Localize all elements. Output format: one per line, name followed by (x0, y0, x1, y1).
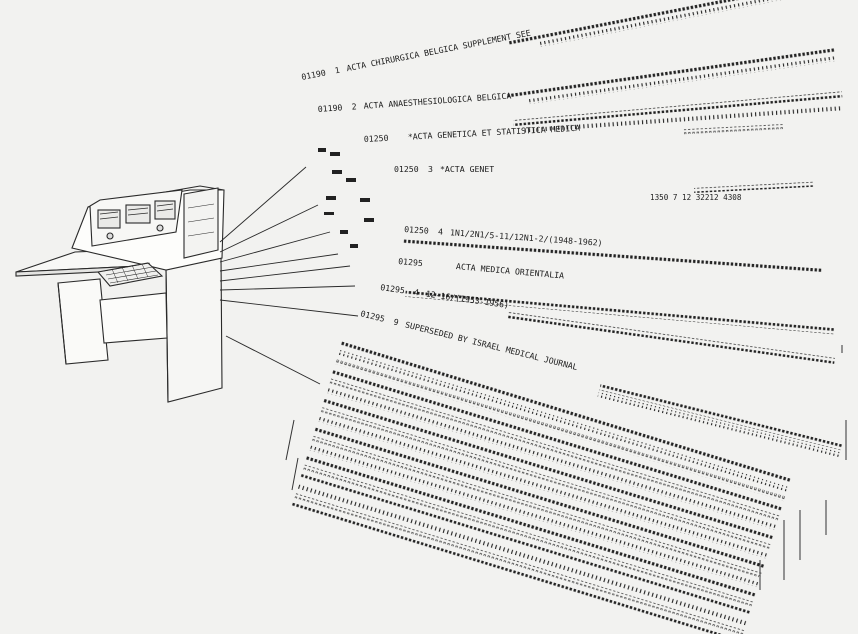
punch-card: 01190 1 ACTA CHIRURGICA BELGICA SUPPLEME… (300, 0, 786, 82)
card-serial: 01190 (300, 67, 326, 82)
card-extra: 1350 7 12 32212 4308 (650, 193, 742, 202)
card-text: ACTA MEDICA ORIENTALIA (456, 261, 565, 280)
connector-lines (219, 166, 359, 385)
card-text: ACTA ANAESTHESIOLOGICA BELGICA (363, 90, 511, 110)
card-serial: 01295 (398, 256, 423, 268)
card-seq: 2 (351, 101, 357, 111)
card-text: ACTA CHIRURGICA BELGICA SUPPLEMENT SEE (346, 28, 532, 74)
card-seq: 3 (428, 164, 433, 174)
card-serial: 01250 (404, 224, 429, 236)
card-seq: 4 (413, 287, 419, 298)
card-seq: 4 (438, 226, 444, 236)
card-serial: 01250 (364, 133, 389, 144)
card-text: SUPERSEDED BY ISRAEL MEDICAL JOURNAL (404, 319, 579, 372)
card-seq: 9 (393, 316, 400, 327)
card-edge-marks (318, 148, 374, 248)
punch-card: 01250 3 *ACTA GENET 1350 7 12 32212 4308 (394, 164, 815, 202)
card-seq: 1 (334, 65, 341, 76)
card-serial: 01295 (360, 308, 386, 324)
card-text: 12-16/(1953-1956) (425, 288, 509, 310)
card-text: *ACTA GENET (440, 164, 494, 174)
card-serial: 01250 (394, 164, 419, 174)
punch-card-body (290, 340, 792, 634)
card-serial: 01295 (380, 282, 406, 295)
keypunch-machine-icon (15, 185, 225, 403)
card-serial: 01190 (317, 102, 342, 114)
